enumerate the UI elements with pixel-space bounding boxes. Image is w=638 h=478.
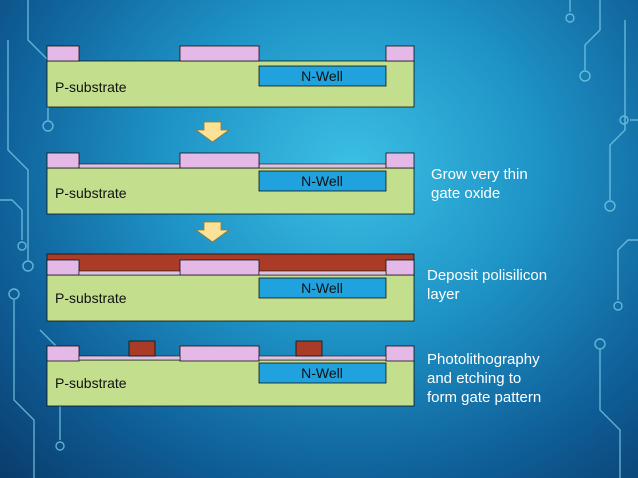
n-well [258, 277, 387, 299]
down-arrow [194, 121, 231, 143]
n-well-label: N-Well [301, 68, 343, 84]
n-well [258, 362, 387, 384]
n-well [258, 65, 387, 87]
step-1: N-Well P-substrate [46, 45, 415, 108]
thin-gate-oxide [258, 163, 387, 169]
n-well-label: N-Well [301, 280, 343, 296]
polysilicon-gate [128, 340, 156, 357]
step-3: N-Well P-substrate [46, 253, 415, 322]
field-oxide [46, 345, 80, 362]
n-well-label: N-Well [301, 173, 343, 189]
field-oxide [385, 259, 415, 276]
field-oxide [385, 152, 415, 169]
step-4-description: Photolithography and etching to form gat… [427, 351, 542, 406]
field-oxide [179, 345, 260, 362]
down-arrow [194, 221, 231, 243]
field-oxide [179, 152, 260, 169]
substrate-label: P-substrate [55, 290, 127, 306]
thin-gate-oxide [78, 163, 181, 169]
step-2-description: Grow very thin gate oxide [431, 166, 528, 202]
substrate-label: P-substrate [55, 79, 127, 95]
thin-gate-oxide [258, 355, 387, 361]
substrate-label: P-substrate [55, 375, 127, 391]
substrate-label: P-substrate [55, 185, 127, 201]
field-oxide [46, 259, 80, 276]
n-well [258, 170, 387, 192]
field-oxide [46, 152, 80, 169]
thin-gate-oxide [78, 355, 181, 361]
field-oxide [385, 345, 415, 362]
field-oxide [46, 45, 80, 62]
step-2: N-Well P-substrate [46, 152, 415, 215]
n-well-label: N-Well [301, 365, 343, 381]
field-oxide [385, 45, 415, 62]
step-3-description: Deposit polisilicon layer [427, 267, 548, 303]
step-4: N-Well P-substrate [46, 340, 415, 407]
polysilicon-gate [295, 340, 323, 357]
thin-gate-oxide [258, 270, 387, 276]
thin-gate-oxide [78, 270, 181, 276]
field-oxide [179, 45, 260, 62]
field-oxide [179, 259, 260, 276]
